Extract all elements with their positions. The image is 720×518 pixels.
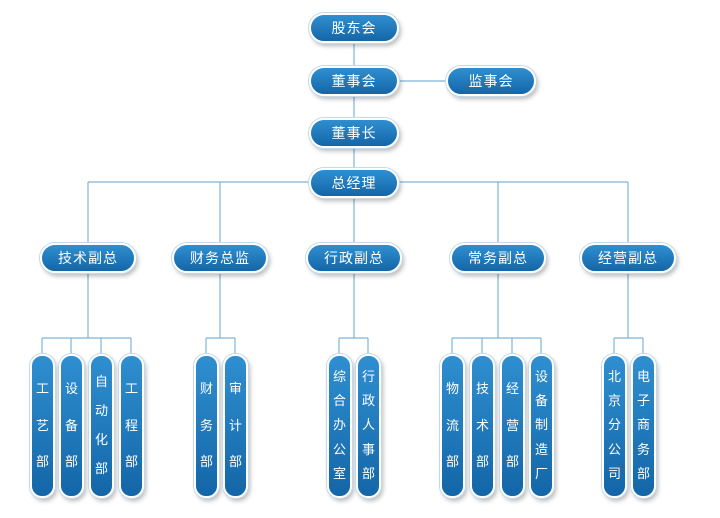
equipment-dept-node: 设备部 xyxy=(59,354,84,498)
finance-dept-node: 财务部 xyxy=(194,354,219,498)
finance-director-node: 财务总监 xyxy=(172,243,268,273)
business-dept-node: 经营部 xyxy=(500,354,525,498)
supervisors-node: 监事会 xyxy=(446,66,536,96)
shareholders-node: 股东会 xyxy=(309,13,399,43)
audit-dept-node: 审计部 xyxy=(223,354,248,498)
operations-deputy-node: 经营副总 xyxy=(580,243,676,273)
executive-deputy-node: 常务副总 xyxy=(450,243,546,273)
ecommerce-dept-node: 电子商务部 xyxy=(631,354,656,498)
engineering-dept-node: 工程部 xyxy=(119,354,144,498)
admin-hr-dept-node: 行政人事部 xyxy=(356,354,381,498)
technology-dept-node: 技术部 xyxy=(470,354,495,498)
general-manager-node: 总经理 xyxy=(309,168,399,198)
beijing-branch-node: 北京分公司 xyxy=(602,354,627,498)
logistics-dept-node: 物流部 xyxy=(440,354,465,498)
equipment-factory-node: 设备制造厂 xyxy=(529,354,554,498)
chairman-node: 董事长 xyxy=(309,118,399,148)
process-dept-node: 工艺部 xyxy=(30,354,55,498)
tech-deputy-node: 技术副总 xyxy=(40,243,136,273)
board-node: 董事会 xyxy=(309,66,399,96)
automation-dept-node: 自动化部 xyxy=(89,354,114,498)
general-office-node: 综合办公室 xyxy=(327,354,352,498)
admin-deputy-node: 行政副总 xyxy=(306,243,402,273)
